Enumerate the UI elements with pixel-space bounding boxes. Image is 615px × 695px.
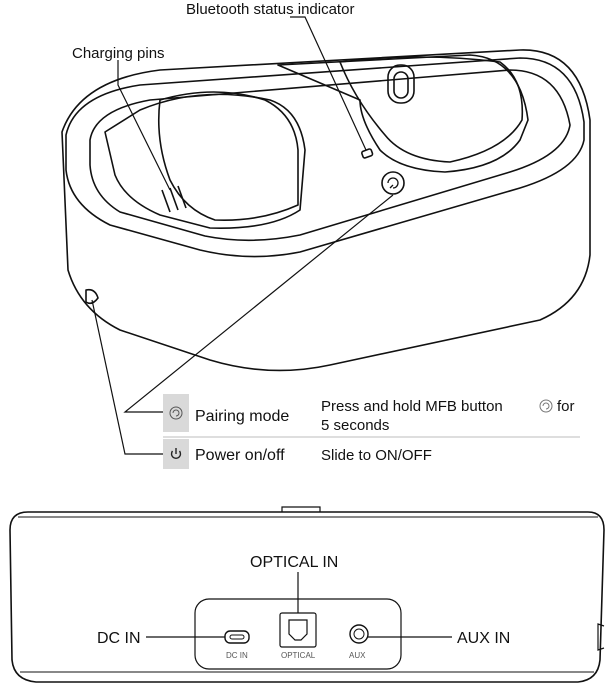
pairing-icon <box>169 406 183 420</box>
power-icon <box>170 448 182 460</box>
rear-view-leader-lines <box>146 572 452 638</box>
mfb-button-glyph <box>387 177 399 189</box>
optical-port-label: OPTICAL <box>281 651 316 660</box>
mfb-button[interactable] <box>381 171 405 195</box>
mfb-inline-icon <box>539 399 553 413</box>
aux-in-port[interactable] <box>349 624 369 644</box>
rear-body-outline <box>9 511 605 683</box>
dc-port-label: DC IN <box>226 651 248 660</box>
function-table: Pairing mode Press and hold MFB button f… <box>163 394 580 469</box>
pairing-mode-description-line1: Press and hold MFB button <box>321 398 503 415</box>
optical-in-port[interactable] <box>279 612 317 648</box>
label-bluetooth-status-indicator: Bluetooth status indicator <box>186 1 354 18</box>
right-cradle-slot-inner <box>393 71 409 99</box>
base-top-rim <box>65 57 585 258</box>
rear-side-nub <box>597 623 605 651</box>
bluetooth-status-led <box>361 148 374 159</box>
leader-bluetooth-indicator <box>290 16 367 151</box>
dc-in-port-inner <box>229 634 245 640</box>
charging-base-top-view <box>61 49 591 372</box>
pairing-mode-label: Pairing mode <box>195 408 289 425</box>
power-slide-switch[interactable] <box>85 288 99 305</box>
aux-port-label: AUX <box>349 651 366 660</box>
right-earcup-cradle <box>277 54 529 173</box>
dc-in-port[interactable] <box>224 630 250 644</box>
leader-pairing-mode <box>123 194 394 413</box>
leader-power <box>91 299 165 455</box>
aux-in-port-hole <box>353 628 365 640</box>
label-dc-in: DC IN <box>97 630 141 647</box>
label-charging-pins: Charging pins <box>72 45 165 62</box>
leader-charging-pins <box>117 60 171 191</box>
label-optical-in: OPTICAL IN <box>250 554 338 571</box>
left-earcup-cradle <box>104 93 306 229</box>
power-mode-description: Slide to ON/OFF <box>321 447 432 464</box>
label-aux-in: AUX IN <box>457 630 510 647</box>
pairing-mode-description-line2: 5 seconds <box>321 417 389 434</box>
top-view-leader-lines <box>91 16 394 455</box>
pairing-mode-description-suffix: for <box>557 398 575 415</box>
base-outer-shell <box>61 49 591 372</box>
left-earcup-pad <box>157 91 299 222</box>
optical-in-port-shape <box>288 619 308 641</box>
right-earcup-pad <box>339 56 524 163</box>
pairing-icon-cell <box>163 394 189 432</box>
rear-top-notch <box>281 506 321 512</box>
charging-pins <box>161 185 187 213</box>
base-inner-rim <box>89 69 571 242</box>
power-mode-label: Power on/off <box>195 447 285 464</box>
right-cradle-slot <box>387 64 415 104</box>
